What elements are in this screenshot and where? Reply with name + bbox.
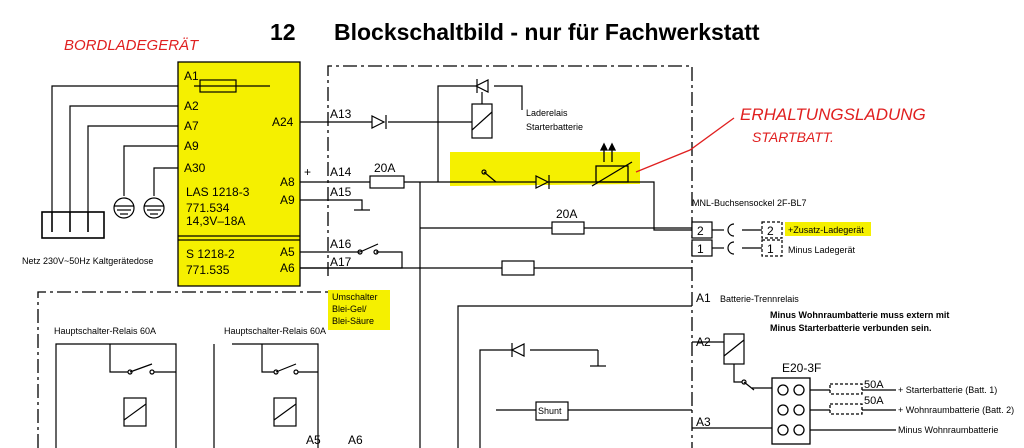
shunt-box [535, 401, 569, 421]
s-part: 771.535 [186, 263, 230, 277]
fuse-block-fuse-1: 50A [864, 379, 884, 391]
switch-label-2: Blei-Gel/ [332, 304, 367, 314]
highlight-marks [178, 62, 871, 330]
fuse-block-fuse-2: 50A [864, 395, 884, 407]
page-title: Blockschaltbild - nur für Fachwerkstatt [334, 19, 760, 45]
ground-icon [113, 197, 606, 367]
las-part: 771.534 [186, 201, 230, 215]
mains-label: Netz 230V~50Hz Kaltgerätedose [22, 256, 153, 266]
fuse-label-1: 20A [374, 161, 395, 175]
s-pin-a6: A6 [280, 261, 295, 275]
battery-relay-a3: A3 [696, 415, 711, 429]
lower-pin-a6: A6 [348, 433, 363, 447]
las-pin-a30: A30 [184, 161, 206, 175]
battery-relay-a2: A2 [696, 335, 711, 349]
battery-relay-label: Batterie-Trennrelais [720, 294, 799, 304]
las-pin-a24: A24 [272, 115, 294, 129]
fuse-icons [369, 175, 585, 276]
las-pin-a1: A1 [184, 69, 199, 83]
pin-a15: A15 [330, 185, 352, 199]
socket-pin-1-right: 1 [767, 242, 774, 256]
lower-pin-a5: A5 [306, 433, 321, 447]
las-name: LAS 1218-3 [186, 185, 250, 199]
battery-relay-a1: A1 [696, 291, 711, 305]
handwriting-maintenance-1: ERHALTUNGSLADUNG [740, 105, 926, 124]
s-name: S 1218-2 [186, 247, 235, 261]
relay-label: Laderelais [526, 108, 568, 118]
pin-a16: A16 [330, 237, 352, 251]
fuse-label-2: 20A [556, 207, 577, 221]
handwriting-maintenance-2: STARTBATT. [752, 129, 834, 145]
wires [51, 85, 896, 448]
shunt-label: Shunt [538, 406, 562, 416]
diode-icon [371, 79, 550, 357]
annotation-line [635, 117, 735, 173]
main-switch-label-2: Hauptschalter-Relais 60A [224, 326, 326, 336]
main-switch-label-1: Hauptschalter-Relais 60A [54, 326, 156, 336]
fuse-block-out-1: + Starterbatterie (Batt. 1) [898, 385, 997, 395]
module-outlines [37, 61, 693, 448]
switch-label-3: Blei-Säure [332, 316, 374, 326]
note-line-1: Minus Wohnraumbatterie muss extern mit [770, 310, 949, 320]
las-spec: 14,3V–18A [186, 214, 245, 228]
switch-label-1: Umschalter [332, 292, 378, 302]
plus-sign: + [304, 165, 311, 179]
mains-socket [41, 211, 105, 239]
socket-minus-label: Minus Ladegerät [788, 245, 856, 255]
socket-pin-2: 2 [697, 224, 704, 238]
las-pin-a8: A8 [280, 175, 295, 189]
fuse-block-out-3: Minus Wohnraumbatterie [898, 425, 998, 435]
socket-pin-2-right: 2 [767, 224, 774, 238]
switch-contacts [127, 169, 755, 391]
relay-starter-label: Starterbatterie [526, 122, 583, 132]
las-pin-a2: A2 [184, 99, 199, 113]
fuse-block [771, 377, 863, 445]
las-pin-a9-right: A9 [280, 193, 295, 207]
section-number: 12 [270, 19, 296, 45]
fuse-block-name: E20-3F [782, 361, 821, 375]
temperature-sensor-icon [591, 142, 633, 187]
handwriting-charger: BORDLADEGERÄT [64, 37, 200, 54]
relay-icons [123, 103, 745, 427]
socket-pins [691, 221, 783, 257]
pin-a14: A14 [330, 165, 352, 179]
s-pin-a5: A5 [280, 245, 295, 259]
socket-plus-label: +Zusatz-Ladegerät [788, 225, 864, 235]
las-pin-a7: A7 [184, 119, 199, 133]
las-pin-a9: A9 [184, 139, 199, 153]
pin-a13: A13 [330, 107, 352, 121]
socket-title: MNL-Buchsensockel 2F-BL7 [692, 198, 807, 208]
note-line-2: Minus Starterbatterie verbunden sein. [770, 323, 932, 333]
fuse-block-out-2: + Wohnraumbatterie (Batt. 2) [898, 405, 1014, 415]
socket-pin-1: 1 [697, 242, 704, 256]
pin-a17: A17 [330, 255, 352, 269]
